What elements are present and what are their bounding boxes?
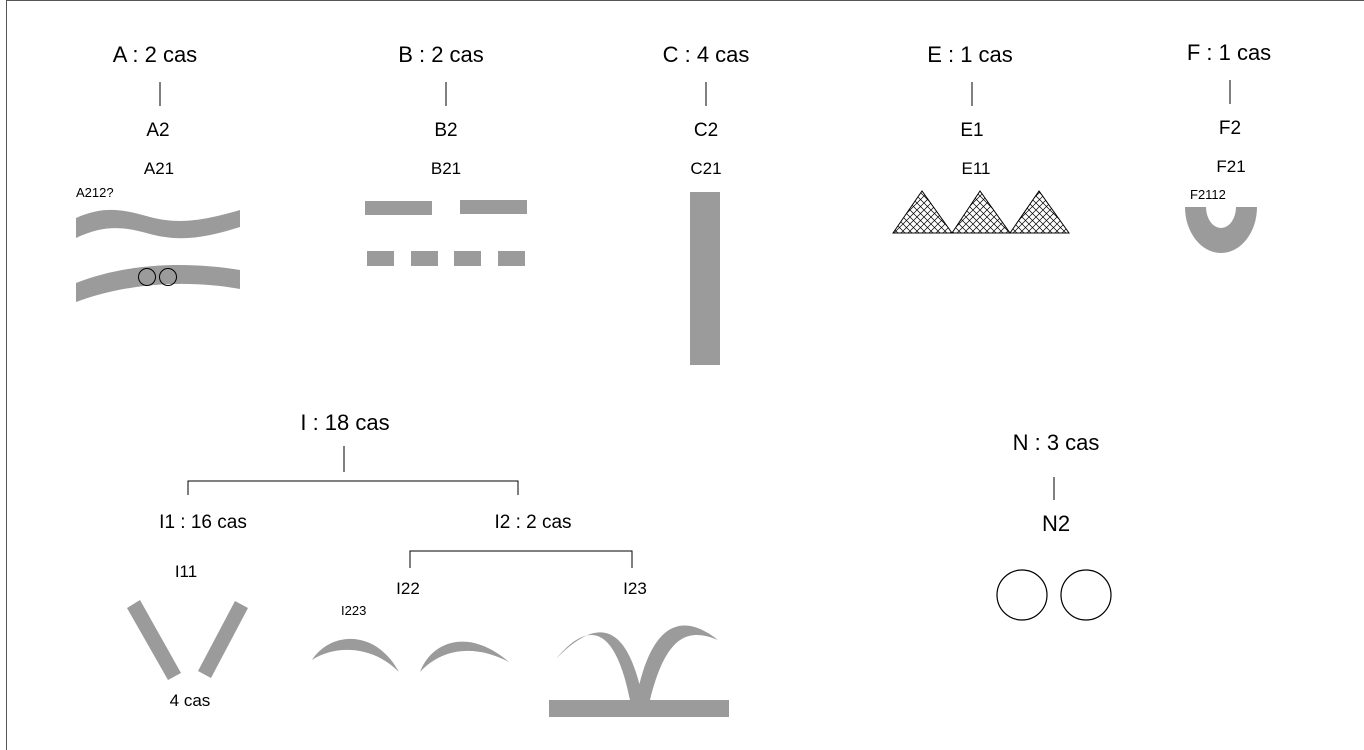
a-wave-band	[76, 209, 240, 239]
a-sub: A2	[146, 120, 170, 141]
b-sub: B2	[434, 120, 458, 141]
i1-title: I1 : 16 cas	[159, 512, 247, 533]
i23-code: I23	[623, 579, 647, 598]
e-sub: E1	[960, 120, 984, 141]
n-title: N : 3 cas	[1012, 430, 1100, 455]
a-title: A : 2 cas	[112, 42, 198, 67]
f-title: F : 1 cas	[1186, 40, 1272, 65]
e-triangle-3	[1009, 190, 1070, 234]
n-sub: N2	[1041, 511, 1071, 536]
b-title: B : 2 cas	[398, 42, 484, 67]
c-code: C21	[690, 159, 722, 178]
i11-count: 4 cas	[169, 691, 211, 710]
i2-title: I2 : 2 cas	[494, 512, 572, 533]
i23-arm-right	[636, 625, 718, 700]
i22-crescent-1	[312, 638, 399, 672]
b-dash-short-1	[367, 251, 394, 266]
b-code: B21	[430, 159, 462, 178]
i-branch	[187, 480, 519, 495]
a-circle-2	[159, 268, 177, 286]
f-note: F2112	[1190, 187, 1226, 202]
n-circle-1	[996, 569, 1048, 621]
f-sub: F2	[1218, 118, 1242, 139]
a-circle-1	[138, 268, 156, 286]
b-dash-long-2	[460, 200, 527, 214]
c-vertical-bar	[690, 192, 720, 365]
b-dash-short-4	[498, 251, 525, 266]
e-code: E11	[961, 159, 991, 178]
f-code: F21	[1216, 157, 1246, 176]
e-triangle-2	[951, 190, 1011, 234]
b-dash-short-2	[411, 251, 438, 266]
f-u-arc	[1185, 207, 1257, 253]
i223-note: I223	[341, 603, 367, 618]
frame-border	[6, 0, 1364, 750]
i22-crescent-2	[420, 641, 509, 672]
e-title: E : 1 cas	[927, 42, 1013, 67]
c-title: C : 4 cas	[662, 42, 750, 67]
a-curved-band	[76, 265, 240, 302]
i-title: I : 18 cas	[300, 410, 390, 435]
i2-branch	[409, 550, 633, 568]
i22-code: I22	[396, 579, 420, 598]
a-note: A212?	[76, 185, 114, 200]
n-circle-2	[1060, 569, 1112, 621]
i11-code: I11	[174, 562, 198, 581]
i11-bar-right	[198, 601, 248, 678]
e-triangle-1	[892, 190, 953, 234]
b-dash-short-3	[454, 251, 481, 266]
c-sub: C2	[693, 120, 719, 141]
b-dash-long-1	[365, 201, 432, 215]
i23-base	[549, 700, 729, 717]
i23-arm-left	[556, 632, 643, 700]
a-code: A21	[143, 159, 175, 178]
i11-bar-left	[127, 600, 181, 680]
